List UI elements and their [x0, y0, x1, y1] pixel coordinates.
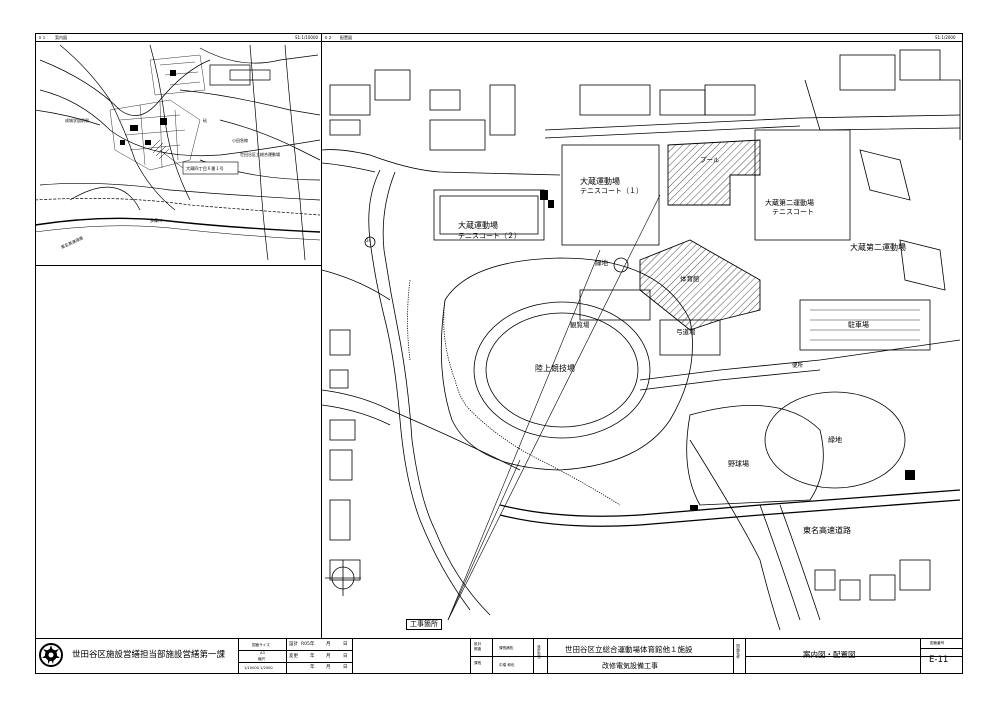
label-second-tennis-l2: テニスコート: [772, 208, 814, 216]
project-subtitle: 改修電気設備工事: [602, 662, 658, 670]
label-pool: プール: [700, 156, 720, 164]
design-label: 設計: [289, 642, 298, 647]
org-name: 世田谷区施設営繕担当部施設営繕第一課: [72, 650, 226, 660]
label-expressway: 東名高速道路: [803, 526, 851, 535]
scale-value: 1/10000 1/2000: [244, 666, 273, 670]
guide-label-tamagawa: 多摩川: [150, 218, 162, 223]
label-toilet: 便所: [792, 363, 804, 369]
right-header-scale: S1:1/2000: [935, 35, 956, 40]
tb-h2: [238, 662, 352, 663]
tb-h1: [238, 650, 352, 651]
label-audience: 観覧場: [570, 321, 590, 329]
tb-div-8: [733, 638, 734, 674]
tb-div-1: [238, 638, 239, 674]
tb-div-3: [352, 638, 353, 674]
drawing-size: A3: [260, 651, 265, 655]
drawing-name: 案内図・配置図: [803, 650, 856, 659]
change-year: 年: [310, 654, 315, 659]
label-baseball: 野球場: [728, 460, 749, 468]
right-header-title: 配置図: [340, 35, 352, 40]
date-month-3: 月: [326, 665, 331, 670]
engineer-name: 中橋 和也: [499, 663, 515, 667]
header-strip: [35, 33, 963, 42]
guide-map-bottom-border: [35, 265, 321, 266]
tb-h3: [470, 656, 547, 657]
label-tennis1-l1: 大蔵運動場: [580, 177, 620, 186]
guide-label-site: 大蔵四丁目６番１号: [186, 166, 224, 171]
marker-24: 24: [366, 238, 372, 243]
label-gym: 体育館: [680, 275, 700, 283]
seal-icon: [39, 643, 63, 667]
label-second-tennis-l1: 大蔵第二運動場: [765, 199, 814, 207]
label-green1: 緑地: [595, 259, 608, 267]
header-divider: [321, 33, 322, 42]
label-tennis2-l1: 大蔵運動場: [458, 221, 498, 230]
left-header-title: 案内図: [55, 35, 67, 40]
label-archery: 弓道場: [676, 328, 696, 336]
label-track: 陸上競技場: [535, 364, 575, 373]
label-parking: 駐車場: [848, 321, 869, 329]
tb-h4: [547, 656, 733, 657]
label-tennis1-l2: テニスコート（１）: [580, 187, 643, 195]
drawing-name-label: 図面名称: [736, 644, 741, 659]
guide-label-park: 世田谷区立総合運動場: [240, 152, 280, 157]
change-month: 月: [326, 654, 331, 659]
change-day: 日: [343, 654, 348, 659]
guide-label-odakyu: 小田急線: [232, 138, 248, 143]
drawing-size-label: 図面サイズ: [252, 643, 270, 647]
label-tennis2-l2: テニスコート（２）: [458, 232, 521, 240]
left-header-scale: S1:1/10000: [295, 35, 319, 40]
scale-label: 縮尺: [258, 657, 266, 661]
label-green2: 緑地: [828, 436, 842, 444]
title-block: [35, 638, 963, 674]
date-day-3: 日: [343, 665, 348, 670]
engineer-role2: 設計担当: [536, 645, 541, 659]
drawing-no-label: 図面番号: [930, 641, 945, 645]
tb-h5: [745, 656, 963, 657]
drawing-frame: [35, 33, 963, 674]
project-title: 世田谷区立総合運動場体育館他１施設: [565, 645, 693, 654]
tb-h6: [920, 648, 963, 649]
date-year-3: 年: [310, 665, 315, 670]
design-month: 月: [326, 642, 331, 647]
right-header-code: ０２: [324, 35, 332, 40]
construction-site-label: 工事箇所: [406, 619, 442, 630]
approve-label: 課長: [474, 661, 482, 665]
drawing-no: E-11: [929, 655, 949, 665]
change-label: 変更: [289, 654, 298, 659]
label-second-ground: 大蔵第二運動場: [850, 243, 906, 252]
check-label2: 照査: [474, 647, 482, 651]
design-year: R05年: [301, 642, 315, 647]
engineer-role: 課長補佐: [499, 646, 514, 650]
check-label: 設計: [474, 642, 482, 646]
guide-label-station: 成城学園前駅: [65, 118, 89, 123]
guide-label-kinuta: 砧: [203, 118, 207, 123]
design-day: 日: [343, 642, 348, 647]
left-header-code: ０１: [38, 35, 46, 40]
panel-divider: [321, 42, 322, 638]
tb-div-2: [286, 638, 287, 674]
